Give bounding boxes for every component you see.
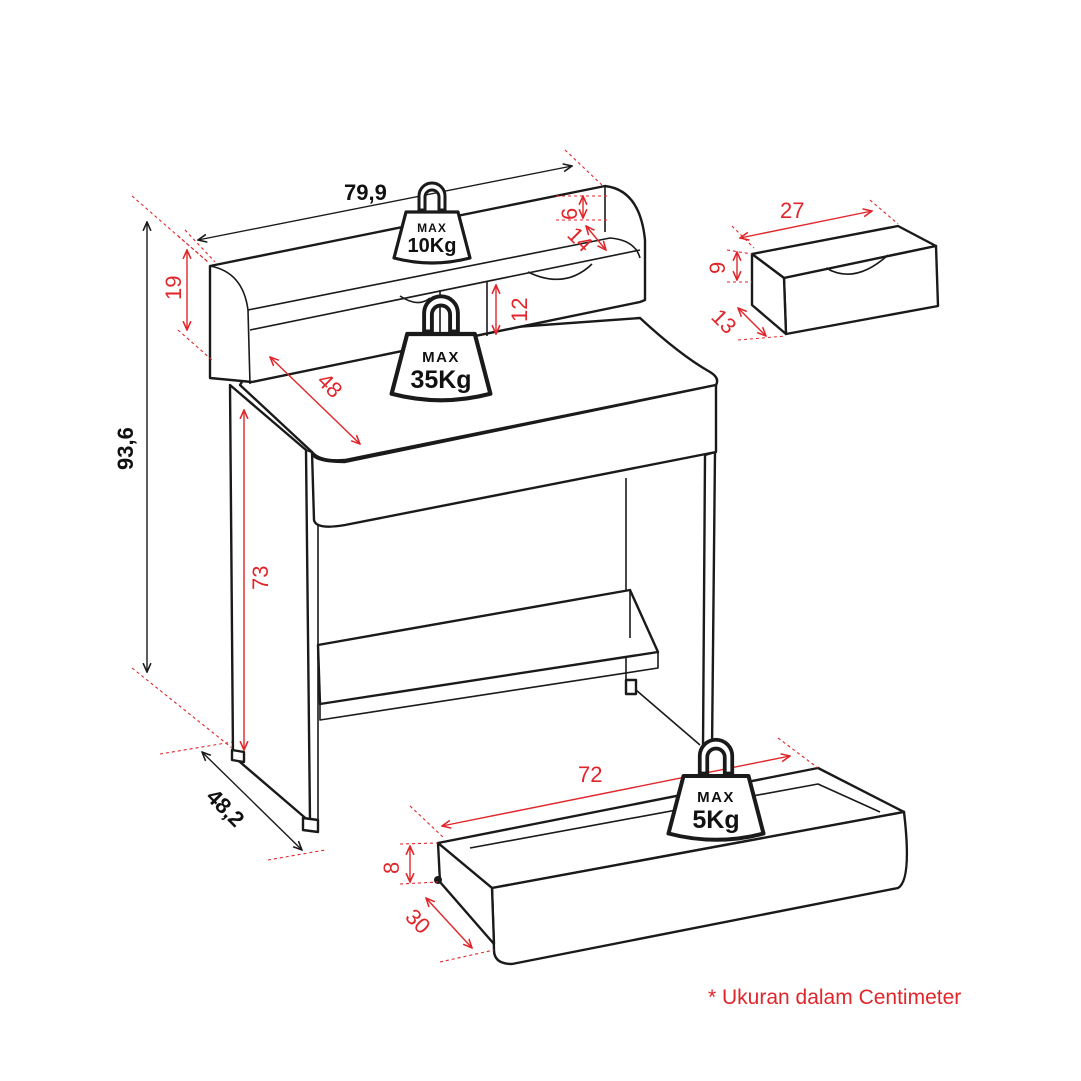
big-drawer-height-label: 8 [379,862,404,874]
big-drawer-width-ext-left [409,805,445,839]
small-drawer-height-ext-top [726,249,753,255]
weight-top-value: 10Kg [408,235,457,257]
small-drawer-height-label: 9 [705,262,730,274]
hutch-drawer-handle [527,263,593,281]
weight-drawer-max: MAX [697,789,735,806]
big-drawer-width-ext-right [777,737,819,769]
weight-icon-drawer: MAX 5Kg [666,737,766,842]
total-width-label: 79,9 [344,180,387,205]
big-drawer-depth-ext [439,949,495,963]
hutch-height-ext-bottom [177,329,213,361]
desk-drawer-front [310,383,718,528]
floor-edge-right [635,689,701,746]
desk-right-leg [701,450,717,752]
hutch-left-front [209,266,253,383]
hutch-inner-top [247,237,641,311]
big-drawer-height-ext-bottom [399,881,439,885]
big-drawer-front [490,810,909,966]
weight-icon-top: MAX 10Kg [392,181,472,265]
big-drawer-depth-label: 30 [400,904,435,939]
weight-desk-max: MAX [422,349,460,366]
small-drawer-width-line [740,211,872,238]
shelf-gap-label: 6 [557,208,582,220]
drawer-wheel [434,876,442,884]
weight-drawer-value: 5Kg [692,806,739,834]
depth-ext-back [159,741,233,755]
hutch-height-ext-top [177,235,209,263]
width-ext-right [564,149,603,186]
red-dimensions: 19 6 14 12 48 73 27 9 13 [161,196,899,963]
hutch-opening-label: 12 [507,298,532,322]
right-foot [624,678,638,696]
big-drawer-height-ext-top [399,842,439,845]
depth-dimension-line [202,752,302,850]
small-drawer-depth-label: 13 [706,304,741,339]
left-foot-front [301,816,320,834]
lower-shelf-board [316,588,660,706]
desk-height-label: 73 [248,566,273,590]
small-drawer-drawing [750,224,940,336]
units-note: * Ukuran dalam Centimeter [708,986,962,1009]
small-drawer-width-label: 27 [780,198,804,223]
left-foot-back [230,748,246,764]
big-drawer-side [436,841,496,946]
weight-top-max: MAX [417,221,447,235]
big-drawer-drawing [434,766,909,966]
width-ext-left [184,229,216,263]
height-ext-bottom [131,667,233,749]
hutch-shelf-line [249,249,641,331]
hutch-drawer-handle-2 [399,295,431,304]
small-drawer-depth-line [738,308,766,336]
shelf-depth-line [586,226,606,250]
small-drawer-width-ext-left [731,225,755,249]
weight-desk-value: 35Kg [410,366,471,394]
hutch-height-label: 19 [161,276,186,300]
height-ext-top [131,195,209,263]
total-height-label: 93,6 [113,427,138,470]
desk-drawing [208,184,719,834]
small-drawer-depth-ext [737,335,787,341]
small-drawer-width-ext-right [869,199,899,225]
weight-icon-desk: MAX 35Kg [392,296,491,400]
big-drawer-width-label: 72 [578,762,602,787]
big-drawer-depth-line [426,898,472,948]
desk-depth-line [270,357,360,444]
lower-shelf-front [319,652,659,721]
small-drawer-side [750,252,788,336]
width-dimension-line [198,166,572,240]
depth-ext-front [267,849,326,861]
small-drawer-handle [825,254,889,275]
